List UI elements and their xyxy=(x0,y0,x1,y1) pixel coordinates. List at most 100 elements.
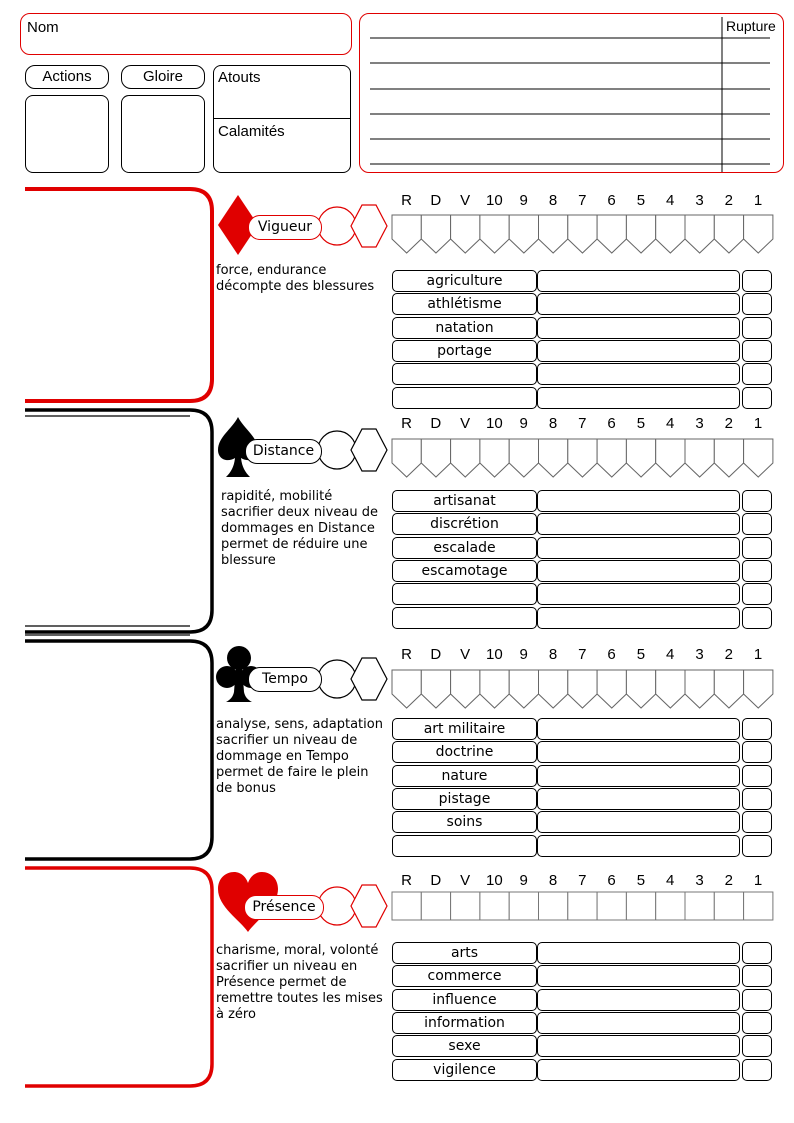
skill-check-box[interactable] xyxy=(742,490,772,512)
skill-name-cell[interactable]: natation xyxy=(392,316,537,339)
skill-name-cell[interactable]: vigilence xyxy=(392,1058,537,1081)
damage-box[interactable] xyxy=(538,669,569,709)
skill-value-field[interactable] xyxy=(537,834,740,857)
damage-box[interactable] xyxy=(713,669,745,709)
skill-check-box[interactable] xyxy=(742,1058,772,1081)
skill-check-box[interactable] xyxy=(742,988,772,1011)
skill-name-cell[interactable]: agriculture xyxy=(392,270,537,292)
skill-check-box[interactable] xyxy=(742,606,772,629)
damage-box[interactable] xyxy=(625,669,657,709)
skill-value-field[interactable] xyxy=(537,965,740,988)
damage-box[interactable] xyxy=(420,438,452,478)
skill-name-cell[interactable] xyxy=(392,583,537,606)
damage-box[interactable] xyxy=(479,669,510,709)
damage-box[interactable] xyxy=(655,669,686,709)
damage-box[interactable] xyxy=(391,669,422,709)
skill-value-field[interactable] xyxy=(537,559,740,582)
damage-box[interactable] xyxy=(743,214,774,254)
skill-name-cell[interactable] xyxy=(392,363,537,386)
gloire-box[interactable] xyxy=(121,95,205,173)
skill-check-box[interactable] xyxy=(742,718,772,740)
skill-value-field[interactable] xyxy=(537,386,740,409)
skill-value-field[interactable] xyxy=(537,339,740,362)
skill-value-field[interactable] xyxy=(537,316,740,339)
damage-box[interactable] xyxy=(479,891,510,921)
skill-value-field[interactable] xyxy=(537,764,740,787)
damage-box[interactable] xyxy=(538,891,569,921)
skill-name-cell[interactable]: portage xyxy=(392,339,537,362)
skill-check-box[interactable] xyxy=(742,834,772,857)
atouts-calamites-box[interactable]: Atouts Calamités xyxy=(213,65,351,173)
skill-check-box[interactable] xyxy=(742,270,772,292)
skill-value-field[interactable] xyxy=(537,363,740,386)
damage-box[interactable] xyxy=(625,214,657,254)
damage-box[interactable] xyxy=(508,669,539,709)
damage-box[interactable] xyxy=(567,438,598,478)
skill-value-field[interactable] xyxy=(537,811,740,834)
skill-value-field[interactable] xyxy=(537,513,740,536)
skill-check-box[interactable] xyxy=(742,536,772,559)
damage-box[interactable] xyxy=(420,214,452,254)
skill-check-box[interactable] xyxy=(742,559,772,582)
skill-check-box[interactable] xyxy=(742,1011,772,1034)
damage-box[interactable] xyxy=(567,669,598,709)
damage-box[interactable] xyxy=(743,438,774,478)
skill-value-field[interactable] xyxy=(537,606,740,629)
skill-name-cell[interactable]: art militaire xyxy=(392,718,537,740)
skill-value-field[interactable] xyxy=(537,1058,740,1081)
skill-name-cell[interactable]: artisanat xyxy=(392,490,537,512)
damage-box[interactable] xyxy=(684,438,715,478)
damage-box[interactable] xyxy=(450,669,481,709)
skill-value-field[interactable] xyxy=(537,787,740,810)
damage-box[interactable] xyxy=(655,214,686,254)
skill-value-field[interactable] xyxy=(537,741,740,764)
skill-check-box[interactable] xyxy=(742,1035,772,1058)
skill-check-box[interactable] xyxy=(742,363,772,386)
damage-box[interactable] xyxy=(625,438,657,478)
name-field[interactable]: Nom xyxy=(20,13,352,55)
skill-check-box[interactable] xyxy=(742,764,772,787)
damage-box[interactable] xyxy=(596,214,627,254)
skill-name-cell[interactable]: nature xyxy=(392,764,537,787)
damage-box[interactable] xyxy=(450,438,481,478)
damage-box[interactable] xyxy=(684,669,715,709)
skill-name-cell[interactable]: arts xyxy=(392,942,537,964)
skill-value-field[interactable] xyxy=(537,1011,740,1034)
damage-box[interactable] xyxy=(596,669,627,709)
skill-name-cell[interactable] xyxy=(392,386,537,409)
skill-check-box[interactable] xyxy=(742,741,772,764)
damage-box[interactable] xyxy=(655,438,686,478)
skill-name-cell[interactable]: soins xyxy=(392,811,537,834)
skill-value-field[interactable] xyxy=(537,490,740,512)
damage-box[interactable] xyxy=(420,891,452,921)
damage-box[interactable] xyxy=(567,891,598,921)
damage-box[interactable] xyxy=(596,438,627,478)
damage-box[interactable] xyxy=(450,891,481,921)
damage-box[interactable] xyxy=(684,214,715,254)
damage-box[interactable] xyxy=(391,214,422,254)
skill-name-cell[interactable]: commerce xyxy=(392,965,537,988)
skill-value-field[interactable] xyxy=(537,718,740,740)
damage-box[interactable] xyxy=(625,891,657,921)
skill-check-box[interactable] xyxy=(742,811,772,834)
skill-name-cell[interactable] xyxy=(392,834,537,857)
skill-check-box[interactable] xyxy=(742,942,772,964)
damage-box[interactable] xyxy=(684,891,715,921)
damage-box[interactable] xyxy=(655,891,686,921)
damage-box[interactable] xyxy=(508,891,539,921)
skill-check-box[interactable] xyxy=(742,293,772,316)
skill-check-box[interactable] xyxy=(742,583,772,606)
damage-box[interactable] xyxy=(479,214,510,254)
skill-value-field[interactable] xyxy=(537,583,740,606)
damage-box[interactable] xyxy=(567,214,598,254)
damage-box[interactable] xyxy=(508,438,539,478)
skill-check-box[interactable] xyxy=(742,316,772,339)
damage-box[interactable] xyxy=(596,891,627,921)
skill-value-field[interactable] xyxy=(537,988,740,1011)
damage-box[interactable] xyxy=(420,669,452,709)
skill-value-field[interactable] xyxy=(537,270,740,292)
skill-name-cell[interactable]: athlétisme xyxy=(392,293,537,316)
damage-box[interactable] xyxy=(508,214,539,254)
damage-box[interactable] xyxy=(391,438,422,478)
skill-value-field[interactable] xyxy=(537,536,740,559)
